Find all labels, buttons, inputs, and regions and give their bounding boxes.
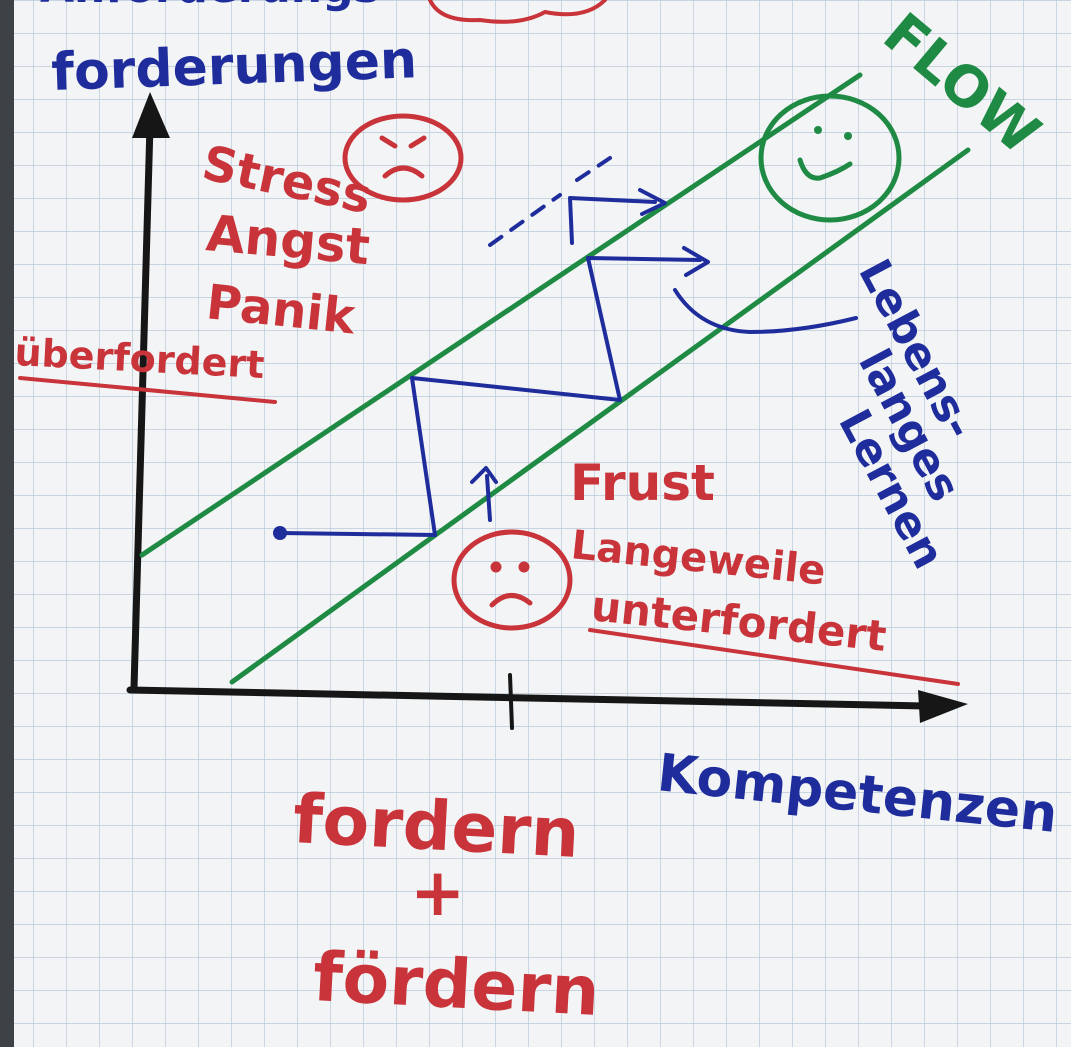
flow-channel-upper-boundary [139, 72, 863, 558]
learning-path-arrowhead [682, 246, 710, 277]
y-axis-label: forderungen [50, 30, 418, 103]
x-axis [126, 686, 929, 710]
frust-label: Frust [570, 454, 715, 512]
y-axis-arrowhead [132, 92, 170, 138]
fordern-label: fordern [291, 780, 581, 874]
bored-face-icon [451, 529, 573, 631]
y-axis-label-partial: Anforderungs- [40, 0, 398, 13]
x-axis-arrowhead [918, 690, 968, 723]
angst-label: Angst [204, 204, 372, 276]
cloud-doodle [428, 0, 607, 24]
easel-edge [0, 0, 14, 1047]
plus-sign: + [410, 854, 465, 931]
x-axis-tick [508, 673, 514, 730]
foerdern-label: fördern [311, 938, 601, 1032]
stressed-face-icon [342, 113, 464, 203]
flow-channel-lower-boundary [229, 147, 971, 685]
ueberfordert-underline [18, 376, 277, 404]
learning-path [273, 156, 858, 540]
flow-smiley-icon [758, 93, 902, 223]
unterfordert-underline [588, 628, 960, 686]
y-axis [130, 121, 154, 692]
